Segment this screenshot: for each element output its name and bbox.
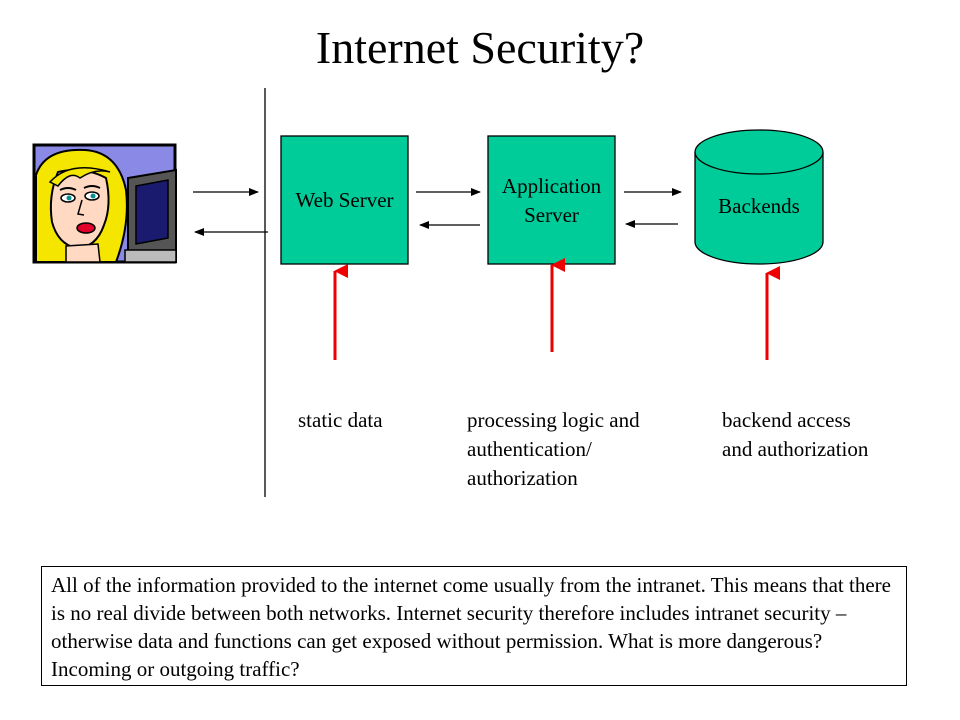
application-server-caption: processing logic and authentication/ aut…	[467, 408, 640, 490]
backends-database-cylinder	[694, 129, 824, 265]
web-server-box	[280, 135, 409, 265]
slide-title: Internet Security?	[315, 22, 645, 73]
backends-caption: backend access and authorization	[722, 408, 869, 461]
user-at-computer-icon	[32, 143, 177, 264]
web-server-label: Web Server	[295, 187, 394, 212]
application-server-label: Application Server	[501, 174, 602, 227]
web-server-caption: static data	[298, 408, 383, 432]
explanation-note: All of the information provided to the i…	[41, 566, 907, 686]
application-server-box	[487, 135, 616, 265]
backends-label: Backends	[718, 193, 800, 218]
